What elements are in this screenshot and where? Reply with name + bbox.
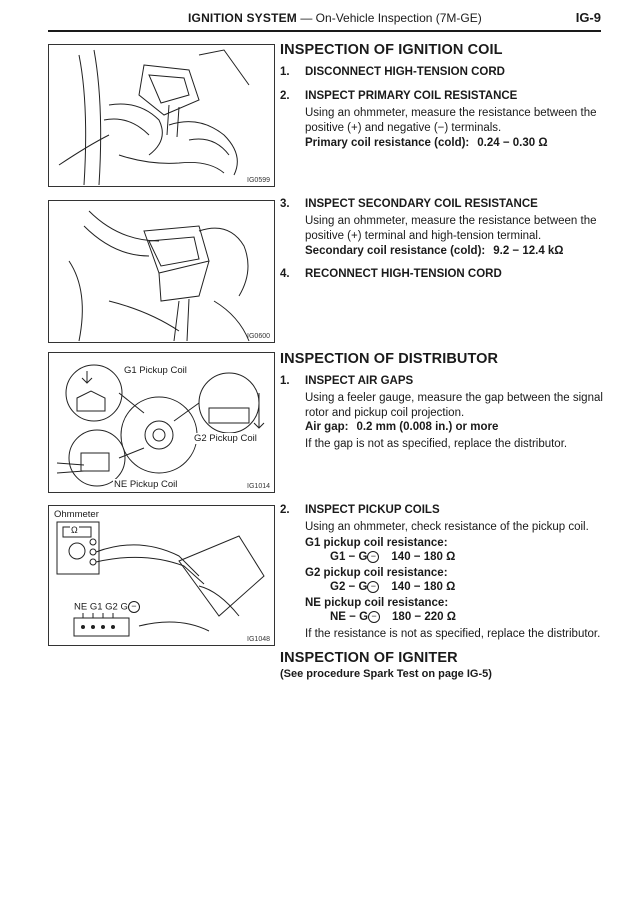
terminals-label: NE G1 G2 G−	[73, 601, 141, 613]
step-text: INSPECT SECONDARY COIL RESISTANCE	[305, 198, 538, 210]
figure-code: IG1014	[247, 483, 270, 490]
step-number: 1.	[280, 375, 290, 387]
ne-resistance-label: NE pickup coil resistance:	[305, 597, 449, 609]
coil-step-2: 2. INSPECT PRIMARY COIL RESISTANCE	[280, 90, 517, 102]
header-title-bold: IGNITION SYSTEM	[188, 11, 298, 25]
g2-term: G2 − G	[330, 581, 368, 594]
step-number: 2.	[280, 90, 290, 102]
ne-value: 180 − 220 Ω	[392, 611, 456, 624]
figure-code: IG0600	[247, 333, 270, 340]
header-title: IGNITION SYSTEM — On-Vehicle Inspection …	[188, 11, 482, 25]
dist-step-2: 2. INSPECT PICKUP COILS	[280, 504, 440, 516]
figure-code: IG1048	[247, 636, 270, 643]
spec-label: Air gap:	[305, 421, 349, 433]
illustration-pickup-coils	[56, 521, 265, 637]
step-number: 1.	[280, 66, 290, 78]
section-title-igniter: INSPECTION OF IGNITER	[280, 650, 458, 666]
secondary-coil-spec: Secondary coil resistance (cold): 9.2 − 1…	[305, 245, 564, 257]
g1-value: 140 − 180 Ω	[391, 551, 456, 564]
step-text: INSPECT PICKUP COILS	[305, 504, 440, 516]
spec-label: Primary coil resistance (cold):	[305, 137, 470, 149]
g2-resistance-label: G2 pickup coil resistance:	[305, 567, 448, 579]
g1-term: G1 − G	[330, 551, 368, 564]
g2-value: 140 − 180 Ω	[391, 581, 456, 594]
illustration-secondary-coil	[68, 210, 250, 342]
figure-code: IG0599	[247, 177, 270, 184]
coil-step-4: 4. RECONNECT HIGH-TENSION CORD	[280, 268, 502, 280]
g1-resistance-row: G1 − G−140 − 180 Ω	[330, 551, 455, 563]
ne-resistance-row: NE − G−180 − 220 Ω	[330, 611, 456, 623]
step-number: 4.	[280, 268, 290, 280]
ohm-symbol: Ω	[70, 525, 79, 535]
g2-pickup-coil-label: G2 Pickup Coil	[193, 433, 258, 444]
step-number: 2.	[280, 504, 290, 516]
step-text: INSPECT AIR GAPS	[305, 375, 414, 387]
dist-step-2-note: If the resistance is not as specified, r…	[305, 628, 601, 640]
illustration-air-gaps	[56, 364, 265, 487]
coil-step-3-paragraph: Using an ohmmeter, measure the resistanc…	[305, 215, 597, 242]
g2-resistance-row: G2 − G−140 − 180 Ω	[330, 581, 455, 593]
spec-value: 9.2 − 12.4 kΩ	[493, 245, 564, 257]
illustration-primary-coil	[58, 49, 250, 186]
coil-step-3: 3. INSPECT SECONDARY COIL RESISTANCE	[280, 198, 538, 210]
air-gap-spec: Air gap: 0.2 mm (0.008 in.) or more	[305, 421, 498, 433]
igniter-subtitle: (See procedure Spark Test on page IG-5)	[280, 668, 492, 680]
step-text: DISCONNECT HIGH-TENSION CORD	[305, 66, 505, 78]
coil-step-1: 1. DISCONNECT HIGH-TENSION CORD	[280, 66, 505, 78]
ne-term: NE − G	[330, 611, 369, 624]
g1-resistance-label: G1 pickup coil resistance:	[305, 537, 448, 549]
minus-circle-icon: −	[367, 551, 380, 563]
spec-value: 0.24 − 0.30 Ω	[477, 137, 548, 149]
ne-pickup-coil-label: NE Pickup Coil	[113, 479, 179, 490]
header-title-rest: — On-Vehicle Inspection (7M-GE)	[297, 11, 482, 25]
minus-circle-icon: −	[127, 601, 140, 613]
step-number: 3.	[280, 198, 290, 210]
spec-label: Secondary coil resistance (cold):	[305, 245, 486, 257]
dist-step-1: 1. INSPECT AIR GAPS	[280, 375, 413, 387]
step-text: INSPECT PRIMARY COIL RESISTANCE	[305, 90, 518, 102]
minus-circle-icon: −	[367, 581, 380, 593]
section-title-distributor: INSPECTION OF DISTRIBUTOR	[280, 351, 499, 367]
primary-coil-spec: Primary coil resistance (cold): 0.24 − 0.…	[305, 137, 548, 149]
page-header: IGNITION SYSTEM — On-Vehicle Inspection …	[48, 8, 601, 32]
figure-pickup-coils: Ohmmeter Ω NE G1 G2 G− IG1048	[48, 505, 275, 646]
page-number: IG-9	[575, 10, 601, 25]
dist-step-1-note: If the gap is not as specified, replace …	[305, 438, 568, 450]
figure-secondary-coil: IG0600	[48, 200, 275, 343]
g1-pickup-coil-label: G1 Pickup Coil	[123, 365, 188, 376]
figure-air-gaps: G1 Pickup Coil G2 Pickup Coil NE Pickup …	[48, 352, 275, 493]
terminals-text: NE G1 G2 G	[74, 601, 128, 613]
section-title-ignition-coil: INSPECTION OF IGNITION COIL	[280, 42, 503, 58]
step-text: RECONNECT HIGH-TENSION CORD	[305, 268, 502, 280]
figure-primary-coil: IG0599	[48, 44, 275, 187]
spec-value: 0.2 mm (0.008 in.) or more	[356, 421, 499, 433]
coil-step-2-paragraph: Using an ohmmeter, measure the resistanc…	[305, 107, 597, 134]
minus-circle-icon: −	[368, 611, 381, 623]
dist-step-2-paragraph: Using an ohmmeter, check resistance of t…	[305, 521, 589, 533]
dist-step-1-paragraph: Using a feeler gauge, measure the gap be…	[305, 392, 603, 419]
ohmmeter-label: Ohmmeter	[53, 509, 100, 520]
